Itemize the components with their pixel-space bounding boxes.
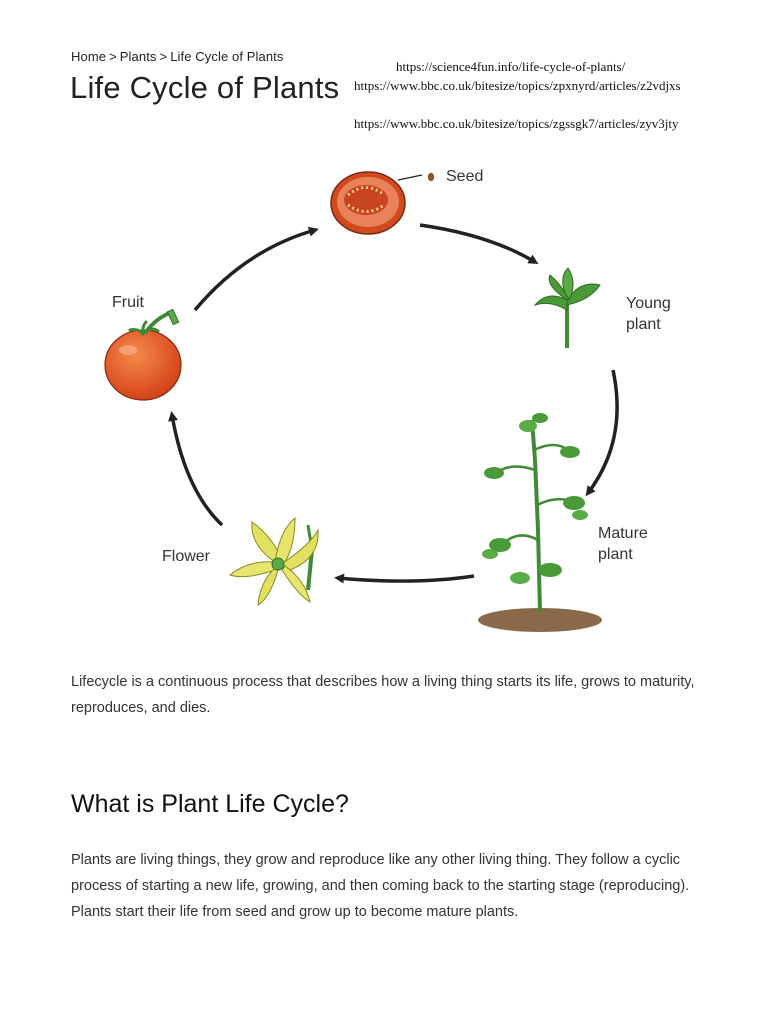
- arrow-young-to-mature: [585, 369, 619, 497]
- young-plant-illustration: [533, 267, 601, 348]
- mature-plant-label-line2: plant: [598, 546, 633, 563]
- flower-label: Flower: [162, 548, 211, 565]
- breadcrumb-plants-link[interactable]: Plants: [119, 49, 157, 64]
- young-plant-label-line2: plant: [626, 316, 661, 333]
- body-paragraph: Plants are living things, they grow and …: [71, 852, 690, 920]
- arrow-seed-to-young: [419, 223, 539, 265]
- reference-link-science4fun[interactable]: https://science4fun.info/life-cycle-of-p…: [396, 59, 626, 74]
- breadcrumb-current-link[interactable]: Life Cycle of Plants: [170, 49, 284, 64]
- breadcrumb: Home>Plants>Life Cycle of Plants: [71, 49, 284, 64]
- breadcrumb-separator: >: [159, 49, 168, 64]
- cut-tomato-illustration: [330, 171, 423, 235]
- breadcrumb-separator: >: [109, 49, 117, 64]
- seed-icon: [427, 172, 435, 182]
- life-cycle-diagram: Seed Young plant: [80, 150, 680, 650]
- seed-label: Seed: [446, 168, 483, 185]
- arrow-mature-to-flower: [334, 573, 475, 584]
- young-plant-label-line1: Young: [626, 295, 671, 312]
- arrow-flower-to-fruit: [168, 411, 224, 527]
- page-title: Life Cycle of Plants: [70, 70, 340, 105]
- section-heading: What is Plant Life Cycle?: [71, 790, 349, 818]
- mature-plant-label-line1: Mature: [598, 525, 648, 542]
- fruit-label: Fruit: [112, 294, 145, 311]
- flower-illustration: [228, 516, 319, 606]
- intro-paragraph: Lifecycle is a continuous process that d…: [71, 674, 695, 716]
- mature-plant-illustration: [478, 413, 602, 632]
- reference-link-bbc-2[interactable]: https://www.bbc.co.uk/bitesize/topics/zg…: [354, 116, 679, 131]
- breadcrumb-home-link[interactable]: Home: [71, 49, 107, 64]
- arrow-fruit-to-seed: [193, 226, 319, 312]
- life-cycle-svg: Seed Young plant: [104, 168, 671, 632]
- tomato-fruit-illustration: [104, 308, 182, 401]
- reference-link-bbc-1[interactable]: https://www.bbc.co.uk/bitesize/topics/zp…: [354, 78, 681, 93]
